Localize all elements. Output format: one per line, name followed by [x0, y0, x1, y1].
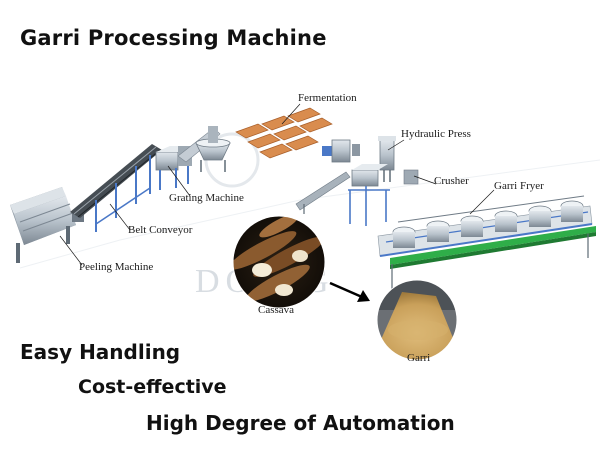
page-title: Garri Processing Machine [20, 26, 327, 50]
pulp-tank [195, 126, 231, 172]
label-garri: Garri [407, 352, 431, 364]
fryer-pan-5 [528, 205, 552, 227]
crusher [348, 164, 419, 226]
cassava-image [232, 215, 326, 309]
feature-automation: High Degree of Automation [146, 411, 455, 435]
fryer-pan-6 [560, 200, 584, 222]
label-hydraulic-press: Hydraulic Press [401, 128, 471, 140]
label-leaders [59, 103, 495, 266]
fermentation-trays [235, 107, 333, 159]
fryer-pan-2 [426, 220, 450, 242]
label-garri-fryer: Garri Fryer [494, 180, 544, 192]
label-crusher: Crusher [434, 175, 469, 187]
label-cassava: Cassava [258, 304, 295, 316]
fryer-pan-1 [392, 226, 416, 248]
process-arrow [329, 281, 370, 302]
fryer-pan-4 [494, 210, 518, 232]
feature-cost-effective: Cost-effective [78, 376, 227, 398]
fryer-pan-3 [460, 215, 484, 237]
feature-easy-handling: Easy Handling [20, 340, 181, 364]
peeling-machine [10, 187, 84, 263]
garri-image [376, 279, 458, 361]
label-fermentation: Fermentation [298, 92, 357, 104]
belt-conveyor [70, 144, 162, 232]
hydraulic-press [322, 136, 396, 182]
label-peeling-machine: Peeling Machine [79, 261, 154, 273]
screw-conveyor [295, 171, 351, 214]
label-grating-machine: Grating Machine [169, 192, 244, 204]
garri-fryer [377, 195, 596, 290]
label-belt-conveyor: Belt Conveyor [128, 224, 193, 236]
